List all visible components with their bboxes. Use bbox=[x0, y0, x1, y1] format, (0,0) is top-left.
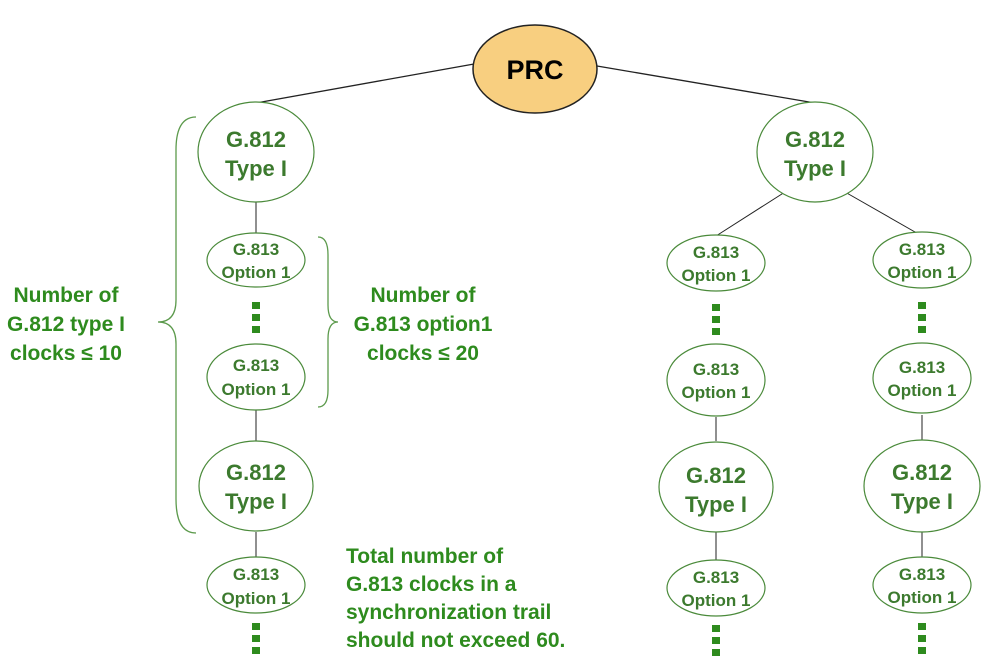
g812-node: G.812 Type I bbox=[658, 441, 774, 533]
g812-count-annotation: Number of G.812 type I clocks ≤ 10 bbox=[7, 284, 125, 365]
edge bbox=[715, 191, 786, 237]
node-label-line2: Type I bbox=[891, 489, 953, 514]
left-chain: G.812 Type I G.813 Option 1 G.813 Option… bbox=[197, 101, 315, 654]
ellipsis-dots bbox=[252, 623, 260, 654]
node-label-line1: G.813 bbox=[693, 360, 739, 379]
node-label-line1: G.812 bbox=[892, 460, 952, 485]
node-label-line1: G.813 bbox=[233, 356, 279, 375]
node-label-line1: G.813 bbox=[233, 565, 279, 584]
node-label-line1: G.813 bbox=[899, 565, 945, 584]
edge bbox=[844, 191, 923, 237]
g812-count-brace bbox=[157, 116, 197, 534]
node-ellipse bbox=[666, 343, 766, 417]
g813-count-annotation: Number of G.813 option1 clocks ≤ 20 bbox=[354, 284, 493, 365]
node-ellipse bbox=[206, 556, 306, 614]
node-label-line1: G.813 bbox=[693, 243, 739, 262]
root-ellipse bbox=[472, 24, 598, 114]
node-label-line2: Type I bbox=[225, 489, 287, 514]
node-label-line2: Option 1 bbox=[888, 381, 957, 400]
annotation-line: G.813 option1 bbox=[354, 313, 493, 336]
node-label-line1: G.812 bbox=[226, 460, 286, 485]
node-label-line2: Type I bbox=[685, 492, 747, 517]
node-label-line2: Type I bbox=[225, 156, 287, 181]
g813-node: G.813 Option 1 bbox=[206, 232, 306, 288]
annotation-line: clocks ≤ 10 bbox=[10, 342, 122, 365]
root-node-prc: PRC bbox=[472, 24, 598, 114]
node-ellipse bbox=[206, 343, 306, 411]
node-label-line1: G.813 bbox=[899, 240, 945, 259]
node-ellipse bbox=[666, 559, 766, 617]
node-ellipse bbox=[872, 342, 972, 414]
node-ellipse bbox=[872, 231, 972, 289]
ellipsis-dots bbox=[918, 623, 926, 654]
g812-node: G.812 Type I bbox=[197, 101, 315, 203]
annotation-line: synchronization trail bbox=[346, 601, 551, 624]
node-label-line1: G.813 bbox=[233, 240, 279, 259]
edge-root-right bbox=[596, 65, 816, 104]
node-label-line1: G.813 bbox=[693, 568, 739, 587]
g812-node: G.812 Type I bbox=[863, 439, 981, 533]
g812-node: G.812 Type I bbox=[756, 101, 874, 203]
node-label-line1: G.812 bbox=[686, 463, 746, 488]
ellipsis-dots bbox=[712, 304, 720, 335]
node-label-line1: G.812 bbox=[785, 127, 845, 152]
node-ellipse bbox=[197, 101, 315, 203]
node-label-line2: Option 1 bbox=[682, 383, 751, 402]
ellipsis-dots bbox=[252, 302, 260, 333]
ellipsis-dots bbox=[918, 302, 926, 333]
node-label-line2: Option 1 bbox=[682, 266, 751, 285]
g813-node: G.813 Option 1 bbox=[666, 343, 766, 417]
node-label-line2: Option 1 bbox=[682, 591, 751, 610]
annotation-line: Total number of bbox=[346, 545, 504, 568]
node-ellipse bbox=[666, 234, 766, 292]
annotation-line: should not exceed 60. bbox=[346, 629, 565, 652]
node-label-line2: Option 1 bbox=[222, 589, 291, 608]
g813-node: G.813 Option 1 bbox=[872, 556, 972, 614]
node-ellipse bbox=[756, 101, 874, 203]
g813-node: G.813 Option 1 bbox=[206, 343, 306, 411]
node-label-line1: G.813 bbox=[899, 358, 945, 377]
node-label-line2: Type I bbox=[784, 156, 846, 181]
node-ellipse bbox=[198, 440, 314, 532]
node-ellipse bbox=[872, 556, 972, 614]
root-label: PRC bbox=[506, 55, 563, 85]
ellipsis-dots bbox=[712, 625, 720, 656]
node-label-line2: Option 1 bbox=[222, 263, 291, 282]
annotation-line: Number of bbox=[14, 284, 120, 307]
annotation-line: Number of bbox=[371, 284, 477, 307]
g813-node: G.813 Option 1 bbox=[666, 559, 766, 617]
annotation-line: G.812 type I bbox=[7, 313, 125, 336]
annotation-line: clocks ≤ 20 bbox=[367, 342, 479, 365]
g813-node: G.813 Option 1 bbox=[872, 342, 972, 414]
annotation-line: G.813 clocks in a bbox=[346, 573, 517, 596]
node-label-line2: Option 1 bbox=[888, 588, 957, 607]
node-label-line1: G.812 bbox=[226, 127, 286, 152]
root-edges bbox=[255, 63, 816, 104]
node-ellipse bbox=[658, 441, 774, 533]
g813-node: G.813 Option 1 bbox=[206, 556, 306, 614]
node-label-line2: Option 1 bbox=[888, 263, 957, 282]
g813-node: G.813 Option 1 bbox=[872, 231, 972, 289]
node-label-line2: Option 1 bbox=[222, 380, 291, 399]
node-ellipse bbox=[863, 439, 981, 533]
g812-node: G.812 Type I bbox=[198, 440, 314, 532]
g813-node: G.813 Option 1 bbox=[666, 234, 766, 292]
node-ellipse bbox=[206, 232, 306, 288]
edge-root-left bbox=[255, 63, 475, 104]
g813-count-brace bbox=[317, 236, 339, 408]
total-annotation: Total number of G.813 clocks in a synchr… bbox=[346, 545, 565, 652]
right-subtree: G.812 Type I G.813 Option 1 G.813 Option… bbox=[658, 101, 981, 656]
